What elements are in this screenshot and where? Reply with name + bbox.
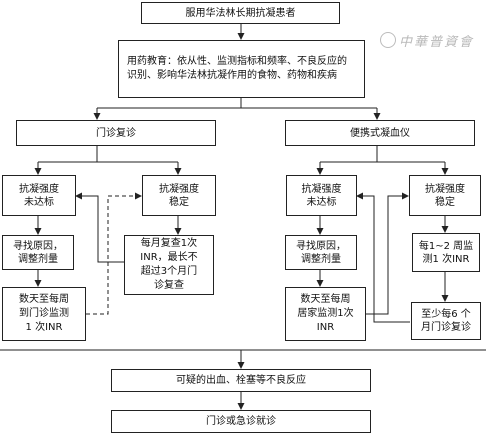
node-education: 用药教育：依从性、监测指标和频率、不良反应的识别、影响华法林抗凝作用的食物、药物… bbox=[118, 40, 365, 98]
node-left-monitor: 数天至每周 到门诊监测 1 次INR bbox=[2, 287, 86, 341]
node-adverse: 可疑的出血、栓塞等不良反应 bbox=[111, 369, 371, 392]
node-left-stable: 抗凝强度 稳定 bbox=[142, 175, 216, 216]
node-right-unmet: 抗凝强度 未达标 bbox=[286, 175, 357, 216]
node-clinic: 门诊复诊 bbox=[16, 120, 216, 146]
arrow-l-monitor-to-stable bbox=[86, 192, 142, 315]
node-left-unmet: 抗凝强度 未达标 bbox=[2, 175, 76, 216]
node-left-cause: 寻找原因， 调整剂量 bbox=[2, 235, 74, 270]
watermark: 中華普資會 bbox=[380, 28, 480, 52]
node-visit: 门诊或急诊就诊 bbox=[111, 410, 371, 433]
node-right-cause: 寻找原因， 调整剂量 bbox=[285, 235, 357, 270]
node-right-clinic6: 至少每6 个 月门诊复诊 bbox=[411, 302, 481, 340]
arrow-r-home-to-stable bbox=[366, 192, 409, 315]
watermark-logo-icon bbox=[380, 32, 396, 48]
node-left-monthly: 每月复查1次 INR，最长不 超过3个月门 诊复查 bbox=[124, 235, 214, 295]
node-start: 服用华法林长期抗凝患者 bbox=[141, 2, 340, 24]
watermark-text: 中華普資會 bbox=[399, 34, 475, 50]
node-right-stable: 抗凝强度 稳定 bbox=[409, 175, 481, 216]
node-right-home: 数天至每周 居家监测1次 INR bbox=[285, 287, 366, 341]
node-right-weekly: 每1~2 周监 测1 次INR bbox=[412, 233, 480, 272]
arrow-r-clinic6-to-unmet bbox=[356, 192, 410, 323]
node-portable: 便携式凝血仪 bbox=[285, 120, 475, 146]
arrow-l-monthly-to-unmet bbox=[75, 192, 124, 263]
